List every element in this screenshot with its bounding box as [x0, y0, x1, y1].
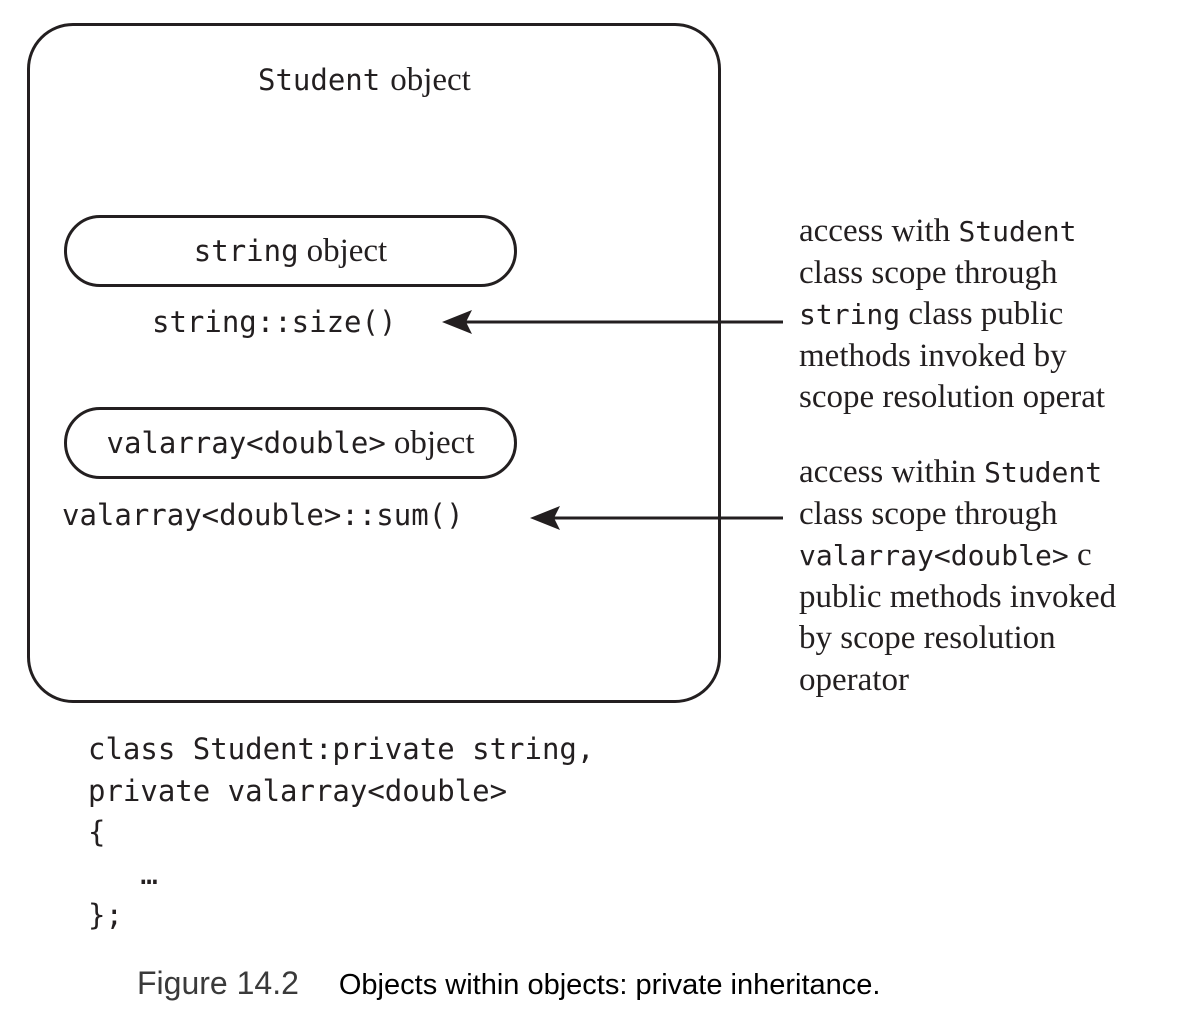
note-string-line1-code: Student [958, 215, 1077, 248]
figure-caption-text: Objects within objects: private inherita… [338, 969, 881, 1001]
note-string-line4: methods invoked by [799, 337, 1067, 374]
class-declaration-code: class Student:private string, private val… [88, 729, 594, 937]
note-string-line1-text: access with [799, 213, 959, 249]
valarray-class-name: valarray<double> [106, 426, 386, 460]
string-class-name: string [193, 234, 299, 268]
student-class-name: Student [258, 63, 381, 97]
valarray-sum-method: valarray<double>::sum() [62, 498, 464, 532]
note-valarray-line1-text: access within [799, 454, 985, 490]
string-object-suffix: object [306, 232, 388, 269]
string-size-method: string::size() [152, 305, 397, 339]
code-line: class Student:private string, [88, 732, 595, 766]
note-valarray-line4: public methods invoked [799, 578, 1117, 615]
note-valarray-line3-text: c [1068, 537, 1092, 573]
student-object-label: Student object [258, 62, 471, 99]
note-valarray-line6: operator [799, 661, 909, 698]
note-valarray-line2: class scope through [799, 495, 1058, 532]
code-line: private valarray<double> [88, 773, 508, 808]
note-string-line3-text: class public [900, 296, 1064, 332]
note-valarray-line3-code: valarray<double> [799, 539, 1069, 572]
student-object-suffix: object [390, 62, 471, 98]
note-valarray-line1-code: Student [984, 456, 1103, 489]
code-line: { [88, 815, 106, 849]
figure-number: Figure 14.2 [137, 965, 299, 1001]
student-object-box [27, 23, 721, 703]
code-line: }; [88, 898, 123, 932]
string-access-note: access with Student class scope through … [799, 211, 1105, 419]
note-string-line3-code: string [799, 298, 901, 331]
valarray-access-arrowhead [530, 506, 560, 530]
note-string-line5: scope resolution operat [799, 379, 1106, 415]
note-string-line2: class scope through [799, 254, 1058, 291]
string-access-arrowhead [442, 310, 472, 334]
valarray-access-note: access within Student class scope throug… [799, 452, 1116, 701]
figure-caption: Figure 14.2 Objects within objects: priva… [137, 965, 880, 1002]
note-valarray-line5: by scope resolution [799, 620, 1056, 656]
code-line: … [88, 856, 158, 891]
valarray-object-pill: valarray<double>object [64, 407, 517, 479]
valarray-object-suffix: object [393, 424, 475, 461]
